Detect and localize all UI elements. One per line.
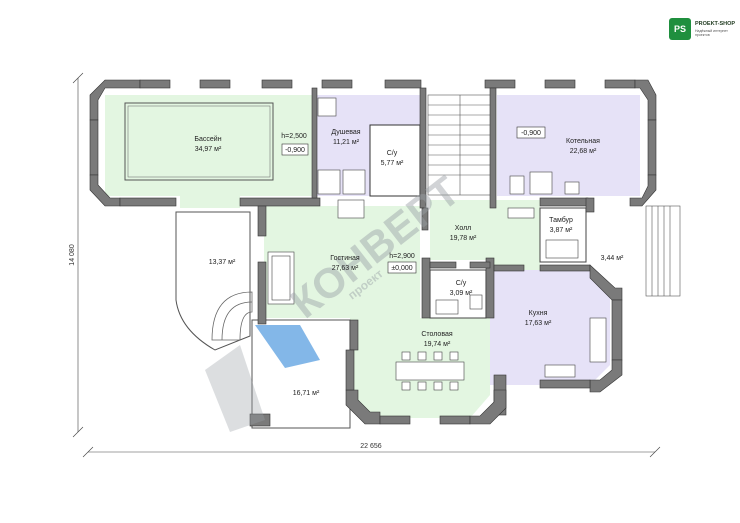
living-area: 27,63 м²: [332, 265, 359, 272]
living-name: Гостиная: [330, 255, 360, 262]
terrace-bottom-area: 16,71 м²: [293, 390, 320, 397]
boiler-name: Котельная: [566, 138, 600, 145]
furniture: [267, 97, 607, 391]
terrace-arc: [211, 291, 253, 341]
height-dimension: 14 080: [69, 244, 76, 266]
hall-area: 19,78 м²: [450, 235, 477, 242]
dining-area: 19,74 м²: [424, 341, 451, 348]
wc2-name: С/у: [456, 280, 467, 287]
living-level: ±0,000: [391, 265, 412, 272]
boiler-level: -0,900: [521, 130, 541, 137]
dimension-lines: [72, 72, 661, 458]
wc1-name: С/у: [387, 150, 398, 157]
dining-name: Столовая: [421, 331, 453, 338]
kitchen-area: 17,63 м²: [525, 320, 552, 327]
hall-name: Холл: [455, 225, 472, 232]
vestibule-name: Тамбур: [549, 216, 573, 224]
logo-name: PROEKT-SHOP: [695, 21, 736, 27]
pool-name: Бассейн: [194, 135, 221, 143]
shower-area: 11,21 м²: [333, 139, 360, 146]
pool-area: 34,97 м²: [195, 146, 222, 153]
vestibule-area: 3,87 м²: [550, 227, 573, 234]
terrace-arc2: [221, 301, 253, 341]
wc1-area: 5,77 м²: [381, 160, 404, 167]
living-height: h=2,900: [389, 253, 415, 260]
walls: [89, 79, 657, 427]
kitchen-name: Кухня: [529, 310, 548, 317]
logo-mark: PS: [669, 18, 691, 40]
width-dimension: 22 656: [360, 443, 382, 450]
glass-reflection: [255, 325, 320, 368]
pool-level: -0,900: [285, 147, 305, 154]
boiler-area: 22,68 м²: [570, 148, 597, 155]
terrace-left: [175, 211, 251, 351]
terrace-left-area: 13,37 м²: [209, 259, 236, 266]
boiler-room: [497, 95, 640, 196]
kitchen-room: [490, 270, 610, 385]
wc2-area: 3,09 м²: [450, 290, 473, 297]
porch-steps: [645, 205, 681, 297]
pool-basin: [124, 102, 274, 181]
staircase: [427, 94, 493, 196]
logo-tagline: Надёжный интернет проектов: [695, 29, 728, 37]
living-room: [264, 206, 420, 318]
porch-area: 3,44 м²: [601, 255, 624, 262]
shower-name: Душевая: [331, 129, 360, 136]
pool-height: h=2,500: [281, 133, 307, 140]
pool-basin-inner: [127, 105, 271, 178]
